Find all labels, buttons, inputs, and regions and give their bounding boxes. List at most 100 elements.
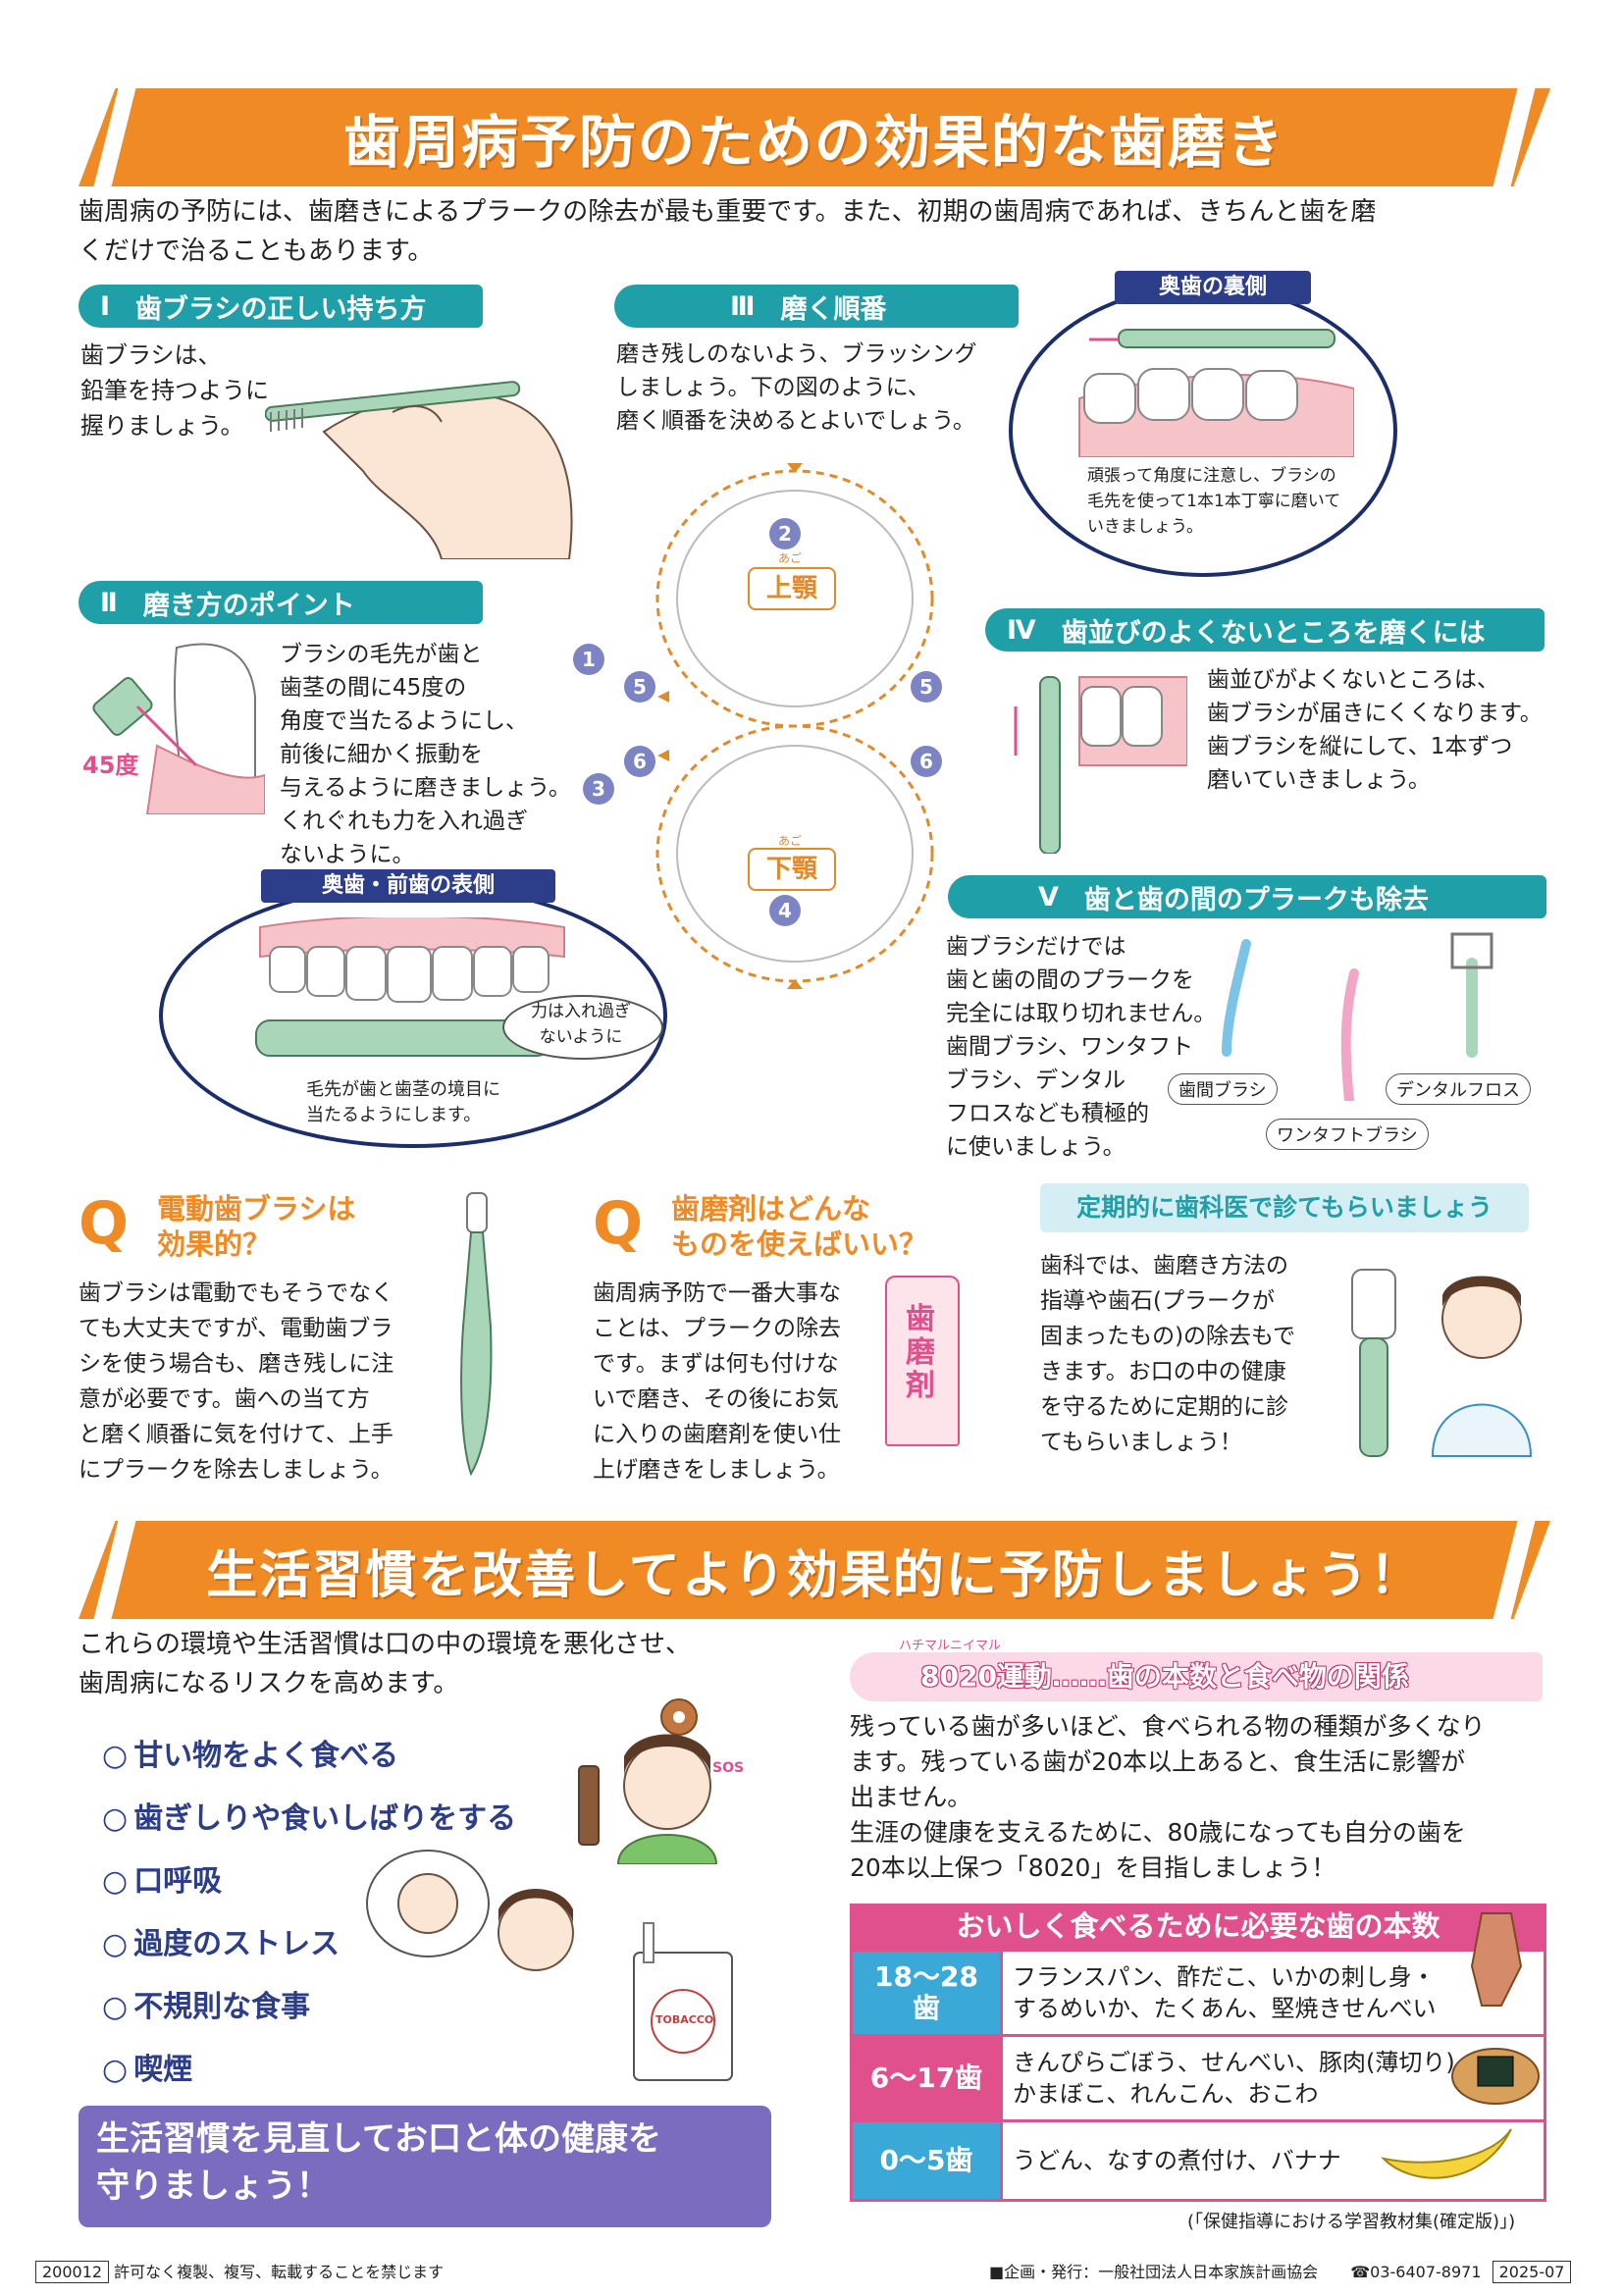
sec3-header: Ⅲ 磨く順番: [614, 285, 1019, 328]
text-line: 歯周病予防で一番大事な: [593, 1280, 841, 1306]
sec5-text: 歯ブラシだけでは 歯と歯の間のプラークを 完全には取り切れません。 歯間ブラシ、…: [946, 930, 1216, 1164]
text-line: 残っている歯が多いほど、食べられる物の種類が多くなり: [850, 1712, 1486, 1741]
q1-title: 電動歯ブラシは 効果的？: [157, 1191, 355, 1262]
text-line: 生活習慣を見直してお口と体の健康を: [96, 2119, 661, 2159]
text-line: ないように: [539, 1027, 623, 1047]
teeth-range: 6～17歯: [850, 2034, 1003, 2122]
risk-item: ○喫煙: [102, 2053, 193, 2087]
hand-holding-brush-illustration: [265, 381, 573, 559]
text-line: 力は入れ過ぎ: [531, 1002, 631, 1021]
brush-angle-illustration: [92, 643, 265, 814]
text-line: ます。残っている歯が20本以上あると、食生活に影響が: [850, 1748, 1466, 1776]
text-line: 歯ブラシが届きにくくなります。: [1207, 701, 1543, 726]
text-line: 歯ブラシは、: [80, 341, 222, 369]
text-line: ないように。: [280, 842, 415, 867]
text-line: 磨く順番を決めるとよいでしょう。: [616, 408, 975, 434]
text-line: 効果的？: [157, 1227, 272, 1261]
q1-text: 歯ブラシは電動でもそうでなく ても大丈夫ですが、電動歯ブラ シを使う場合も、磨き…: [79, 1276, 393, 1487]
front-teeth-illustration: [255, 917, 565, 1057]
toothpaste-label: 歯磨剤: [895, 1303, 946, 1403]
sec5-title: 歯と歯の間のプラークも除去: [1083, 884, 1429, 915]
force-note-bubble: [502, 995, 663, 1060]
kinpira-dish-illustration: [1451, 2048, 1540, 2105]
footer-left: 200012 許可なく複製、複写、転載することを禁じます: [35, 2259, 445, 2283]
text-line: ても大丈夫ですが、電動歯ブラ: [79, 1316, 393, 1341]
sec3-title: 磨く順番: [780, 293, 887, 325]
lifestyle-title-banner: 生活習慣を改善してより効果的に予防しましょう！: [79, 1521, 1550, 1619]
text-line: いきましょう。: [1087, 517, 1203, 537]
publisher: ■企画・発行：一般社団法人日本家族計画協会: [989, 2263, 1319, 2281]
text-line: 頑張って角度に注意し、ブラシの: [1087, 466, 1336, 486]
text-line: 歯周病になるリスクを高めます。: [79, 1669, 459, 1698]
tool-label: 歯間ブラシ: [1168, 1073, 1278, 1105]
text-line: 完全には取り切れません。: [946, 1001, 1217, 1026]
doc-code: 200012: [35, 2261, 110, 2283]
sec2-header: Ⅱ 磨き方のポイント: [79, 581, 483, 624]
q2-title: 歯磨剤はどんな ものを使えばいい？: [671, 1191, 927, 1262]
toothpaste-tube: [885, 1276, 960, 1446]
electric-toothbrush-illustration: [460, 1192, 493, 1477]
risk-item-label: 甘い物をよく食べる: [133, 1739, 399, 1773]
sec5-header: Ⅴ 歯と歯の間のプラークも除去: [948, 875, 1546, 918]
tool-label: ワンタフトブラシ: [1266, 1119, 1429, 1150]
risk-item: ○口呼吸: [102, 1864, 223, 1899]
sec4-num: Ⅳ: [1007, 614, 1036, 646]
intro-text: 歯周病の予防には、歯磨きによるプラークの除去が最も重要です。また、初期の歯周病で…: [79, 192, 1550, 271]
copyright-notice: 許可なく複製、複写、転載することを禁じます: [114, 2263, 445, 2281]
text-line: を守るために定期的に診: [1040, 1394, 1288, 1420]
teeth-range: 0～5歯: [850, 2119, 1003, 2202]
sec2-text: ブラシの毛先が歯と 歯茎の間に45度の 角度で当たるようにし、 前後に細かく振動…: [280, 638, 571, 871]
text-line: 出ません。: [850, 1783, 972, 1811]
risk-item-label: 口呼吸: [133, 1864, 223, 1899]
text-line: 鉛筆を持つように: [80, 377, 269, 404]
text-line: 歯ブラシだけでは: [946, 934, 1126, 960]
text-line: に使いましょう。: [946, 1134, 1126, 1160]
lower-jaw-label: 下顎: [748, 848, 836, 891]
text-line: 歯ブラシを縦にして、1本ずつ: [1207, 734, 1513, 759]
order-num: 2: [769, 518, 801, 549]
text-line: きんぴらごぼう、せんべい、豚肉(薄切り)、: [1013, 2049, 1479, 2076]
text-line: てもらいましょう！: [1040, 1430, 1242, 1455]
table-row: 18～28歯 フランスパン、酢だこ、いかの刺し身・ するめいか、たくあん、堅焼き…: [850, 1949, 1546, 2037]
lower-jaw-ruby: あご: [777, 834, 802, 848]
footer-right: ■企画・発行：一般社団法人日本家族計画協会 ☎03-6407-8971 2025…: [989, 2259, 1572, 2283]
sos-mark: SOS: [712, 1760, 745, 1776]
risk-intro: これらの環境や生活習慣は口の中の環境を悪化させ、 歯周病になるリスクを高めます。: [79, 1625, 691, 1703]
squid-illustration: [1470, 1912, 1523, 2007]
text-line: ことは、プラークの除去: [593, 1316, 841, 1341]
front-teeth-tag: 奥歯・前歯の表側: [261, 869, 555, 903]
tobacco-label: TOBACCO: [655, 2013, 714, 2026]
text-line: しましょう。下の図のように、: [616, 375, 930, 400]
text-line: 意が必要です。歯への当て方: [79, 1386, 370, 1412]
back-teeth-tag: 奥歯の裏側: [1115, 271, 1311, 304]
sec3-num: Ⅲ: [730, 290, 756, 322]
toothpaste-label-text: 歯磨剤: [906, 1302, 935, 1403]
sec4-text: 歯並びがよくないところは、 歯ブラシが届きにくくなります。 歯ブラシを縦にして、…: [1207, 663, 1543, 797]
text-line: 前後に細かく振動を: [280, 742, 483, 767]
text-line: 角度で当たるようにし、: [280, 708, 528, 734]
sec2-title: 磨き方のポイント: [142, 590, 355, 621]
sec3-text: 磨き残しのないよう、ブラッシング しましょう。下の図のように、 磨く順番を決める…: [616, 338, 977, 438]
order-num: 5: [624, 671, 655, 703]
text-line: 歯間ブラシ、ワンタフト: [946, 1034, 1194, 1060]
risk-item-label: 喫煙: [133, 2053, 193, 2087]
text-line: フランスパン、酢だこ、いかの刺し身・: [1013, 1963, 1436, 1991]
text-line: 当たるようにします。: [306, 1105, 482, 1125]
order-num: 6: [624, 746, 655, 777]
table-row: 0～5歯 うどん、なすの煮付け、バナナ: [850, 2119, 1546, 2202]
text-line: フロスなども積極的: [946, 1101, 1149, 1126]
m8020-text: 残っている歯が多いほど、食べられる物の種類が多くなり ます。残っている歯が20本…: [850, 1709, 1486, 1886]
text-line: 歯ブラシは電動でもそうでなく: [79, 1280, 394, 1306]
sec1-title: 歯ブラシの正しい持ち方: [135, 293, 427, 325]
text-line: 磨き残しのないよう、ブラッシング: [616, 341, 977, 367]
table-row: 6～17歯 きんぴらごぼう、せんべい、豚肉(薄切り)、 かまぼこ、れんこん、おこ…: [850, 2034, 1546, 2122]
risk-item: ○甘い物をよく食べる: [102, 1739, 399, 1773]
text-line: いで磨き、その後にお気: [593, 1386, 839, 1412]
text-line: と磨く順番に気を付けて、上手: [79, 1422, 393, 1447]
risk-item: ○過度のストレス: [102, 1927, 340, 1961]
text-line: 握りましょう。: [80, 412, 244, 440]
front-caption: 毛先が歯と歯茎の境目に 当たるようにします。: [306, 1077, 500, 1128]
text-line: うどん、なすの煮付け、バナナ: [1013, 2147, 1341, 2174]
sec1-text: 歯ブラシは、 鉛筆を持つように 握りましょう。: [80, 338, 269, 444]
sec4-header: Ⅳ 歯並びのよくないところを磨くには: [985, 608, 1544, 652]
